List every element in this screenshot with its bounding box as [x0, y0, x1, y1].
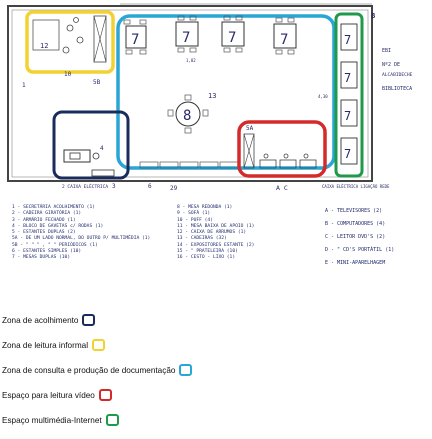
label-ac: A C: [276, 184, 288, 192]
zone-multimedia: [334, 12, 364, 178]
zone-item-reception: Zona de acolhimento: [2, 314, 96, 326]
zone-consultation: [116, 14, 336, 170]
right-tables: 7 7 7 7: [340, 23, 358, 165]
legend-item: 8 - MESA REDONDA (1): [177, 205, 233, 210]
label-1: 1: [22, 82, 26, 89]
label-caixa-right: CAIXA ELÉCTRICA LIGAÇÃO REDE: [322, 184, 390, 189]
label-4: 4: [100, 145, 104, 152]
top-tables: 7 7 7 7: [123, 15, 297, 55]
zone-item-video: Espaço para leitura vídeo: [2, 389, 112, 401]
legend-item: E - MINI-APARELHAGEM: [325, 260, 386, 266]
label-6: 6: [148, 183, 152, 190]
legend-item: 9 - SOFÁ (1): [177, 211, 211, 217]
bookcase-5a: [243, 133, 255, 169]
legend-item: A - TELEVISORES (2): [325, 208, 383, 214]
legend-col-2: 8 - MESA REDONDA (1) 9 - SOFÁ (1) 10 - P…: [177, 205, 347, 262]
label-b: B: [371, 12, 375, 20]
legend-item: 5B - " " " , " " PERIÓDICOS (1): [12, 242, 98, 248]
label-12: 12: [40, 42, 48, 50]
zone-swatch: [92, 339, 106, 351]
closed-cabinet: [91, 169, 115, 177]
zone-label: Zona de acolhimento: [2, 315, 79, 325]
zone-label: Zona de consulta e produção de documenta…: [2, 365, 176, 375]
legend-item: 7 - MESAS DUPLAS (10): [12, 255, 71, 261]
puffs: [62, 17, 84, 54]
table-num-3: 7: [228, 30, 236, 46]
right-label-4: BIBLIOTECA: [382, 86, 412, 92]
table-top-2: 7: [175, 21, 199, 47]
label-10: 10: [64, 71, 72, 78]
table-top-3: 7: [221, 21, 245, 47]
legend-item: 4 - BLOCO DE GAVETAS c/ RODAS (1): [12, 223, 104, 229]
label-caixa-left: 2 CAIXA ELÉCTRICA: [62, 182, 108, 190]
zone-label: Zona de leitura informal: [2, 340, 89, 350]
table-top-4: 7: [273, 23, 297, 49]
zone-label: Espaço para leitura vídeo: [2, 390, 95, 400]
video-seats: [259, 153, 317, 169]
legend-item: 13 - CADEIRAS (32): [177, 236, 227, 242]
legend-item: 11 - MESA BAIXA DE APOIO (1): [177, 223, 255, 229]
reception-desk: [63, 149, 91, 163]
table-num-1: 7: [131, 32, 139, 48]
legend-item: 6 - ESTANTES SIMPLES (10): [12, 249, 82, 255]
furniture-legend: 1 - SECRETÁRIA ACOLHIMENTO (1) 2 - CADEI…: [12, 205, 427, 305]
label-5a: 5A: [246, 125, 254, 132]
right-table-2: 7: [344, 71, 351, 85]
legend-item: B - COMPUTADORES (4): [325, 221, 386, 227]
legend-item: 3 - ARMÁRIO FECHADO (1): [12, 217, 76, 223]
bookcase-5b: [93, 15, 107, 63]
label-13: 13: [208, 92, 216, 100]
zone-swatch: [98, 389, 112, 401]
right-table-1: 7: [344, 33, 351, 47]
label-3: 3: [112, 183, 116, 190]
bottom-shelves: [139, 161, 239, 169]
round-table: 8 13: [167, 92, 216, 134]
legend-item: 15 - " PRATELEIRA (10): [177, 249, 238, 255]
legend-item: 14 - EXPOSITORES ESTANTE (2): [177, 242, 255, 248]
right-label-1: EBI: [382, 48, 391, 54]
zone-item-consultation: Zona de consulta e produção de documenta…: [2, 364, 193, 376]
zone-swatch: [179, 364, 193, 376]
legend-item: D - " CD'S PORTÁTIL (1): [325, 247, 395, 253]
school-label: EBI Nº2 DE ALCABIDECHE BIBLIOTECA: [382, 48, 413, 92]
legend-item: 10 - PUFF (4): [177, 217, 213, 223]
dim-right: 4,30: [318, 94, 328, 99]
right-label-3: ALCABIDECHE: [382, 72, 413, 78]
legend-item: 16 - CESTO - LIXO (1): [177, 255, 236, 261]
legend-item: 2 - CADEIRA GIRATÓRIA (1): [12, 211, 82, 217]
legend-item: 1 - SECRETÁRIA ACOLHIMENTO (1): [12, 205, 95, 210]
right-table-4: 7: [344, 147, 351, 161]
sofa: [32, 19, 60, 51]
zone-swatch: [82, 314, 96, 326]
legend-col-1: 1 - SECRETÁRIA ACOLHIMENTO (1) 2 - CADEI…: [12, 205, 162, 262]
label-5b: 5B: [93, 79, 101, 86]
zone-informal-reading: [25, 10, 115, 74]
legend-item: C - LEITOR DVD'S (2): [325, 234, 386, 240]
table-num-8: 8: [183, 108, 191, 124]
legend-item: 5 - ESTANTES DUPLAS (2): [12, 230, 76, 236]
right-label-2: Nº2 DE: [382, 62, 400, 68]
dim-top: 1,82: [186, 58, 196, 63]
zone-video-reading: [237, 120, 327, 178]
floor-plan: 12 10 5B 1 1,82 4,30 7 7 7 7: [7, 3, 413, 192]
legend-item: 12 - CAIXA DE ARRUMOS (1): [177, 230, 247, 236]
legend-col-3: A - TELEVISORES (2) B - COMPUTADORES (4)…: [325, 205, 432, 270]
right-table-3: 7: [344, 109, 351, 123]
outer-wall: [7, 5, 373, 182]
zone-item-informal: Zona de leitura informal: [2, 339, 106, 351]
zone-item-multimedia: Espaço multimédia-Internet: [2, 414, 119, 426]
table-num-2: 7: [182, 30, 190, 46]
label-29: 29: [170, 185, 178, 192]
zone-reception: [52, 110, 130, 180]
table-top-1: 7: [125, 25, 147, 49]
legend-item: 5A - DE UM LADO NORMAL, DO OUTRO P/ MULT…: [12, 236, 151, 242]
zone-label: Espaço multimédia-Internet: [2, 415, 102, 425]
inner-wall-line: [11, 9, 369, 178]
zone-swatch: [105, 414, 119, 426]
table-num-4: 7: [280, 32, 288, 48]
